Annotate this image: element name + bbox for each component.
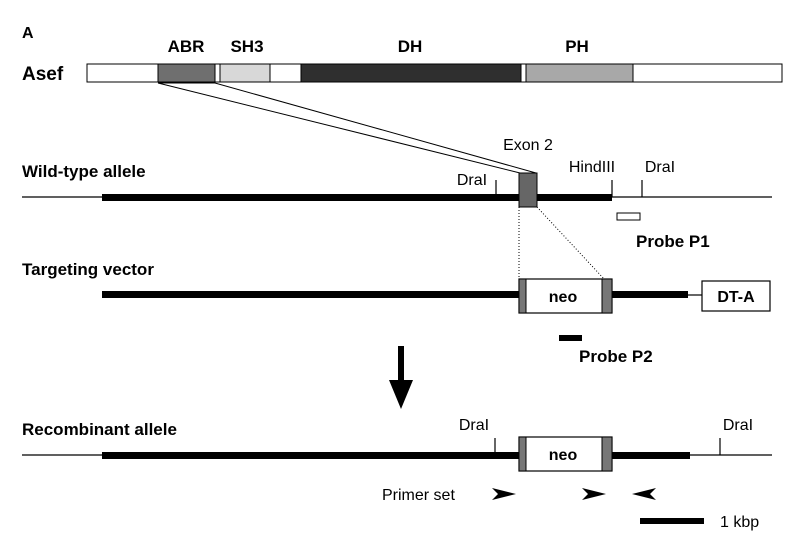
rec-dra2-label: DraI — [723, 417, 753, 434]
scale-bar — [640, 518, 704, 524]
guide-line-right — [536, 206, 606, 281]
domain-label-dh: DH — [398, 37, 423, 56]
dta-label: DT-A — [717, 289, 755, 306]
domain-ph — [525, 63, 634, 83]
domain-sh3 — [219, 63, 271, 83]
recombinant-title: Recombinant allele — [22, 420, 177, 439]
scale-bar-label: 1 kbp — [720, 514, 759, 531]
primer-forward-2 — [582, 488, 606, 500]
panel-label: A — [22, 25, 34, 42]
neo-cassette-recombinant-left-cap — [518, 436, 527, 472]
vector-right-arm — [612, 291, 688, 298]
exon2-label: Exon 2 — [503, 137, 553, 154]
recombination-arrow-shaft — [398, 346, 404, 386]
rec-dra1-label: DraI — [459, 417, 489, 434]
neo-cassette-vector-left-cap — [518, 278, 527, 314]
primer-forward-1 — [492, 488, 516, 500]
probe-p2-label: Probe P2 — [579, 347, 653, 366]
domain-abr — [157, 63, 216, 83]
wild-type-title: Wild-type allele — [22, 162, 146, 181]
domain-label-sh3: SH3 — [230, 37, 263, 56]
targeting-vector-title: Targeting vector — [22, 260, 154, 279]
wt-dra1-label: DraI — [457, 172, 487, 189]
abr-exon-projection — [157, 82, 537, 174]
neo-cassette-vector-right-cap — [601, 278, 613, 314]
probe-p1-bar — [616, 212, 641, 221]
primer-set-label: Primer set — [382, 487, 455, 504]
recombinant-left-arm — [102, 452, 520, 459]
recombination-arrow-head — [389, 380, 413, 409]
primer-reverse — [632, 488, 656, 500]
domain-dh — [300, 63, 522, 83]
vector-left-arm — [102, 291, 520, 298]
neo-label-vector: neo — [549, 289, 578, 306]
dta-box — [701, 280, 771, 312]
domain-label-ph: PH — [565, 37, 589, 56]
probe-p2-bar — [559, 335, 582, 341]
wt-hindiii-label: HindIII — [569, 159, 615, 176]
neo-label-recombinant: neo — [549, 447, 578, 464]
wild-type-arm — [102, 194, 612, 201]
neo-cassette-recombinant-right-cap — [601, 436, 613, 472]
domain-label-abr: ABR — [168, 37, 205, 56]
recombinant-right-arm — [612, 452, 690, 459]
protein-name: Asef — [22, 64, 64, 85]
exon2-box — [518, 172, 538, 208]
wt-dra2-label: DraI — [645, 159, 675, 176]
probe-p1-label: Probe P1 — [636, 232, 710, 251]
